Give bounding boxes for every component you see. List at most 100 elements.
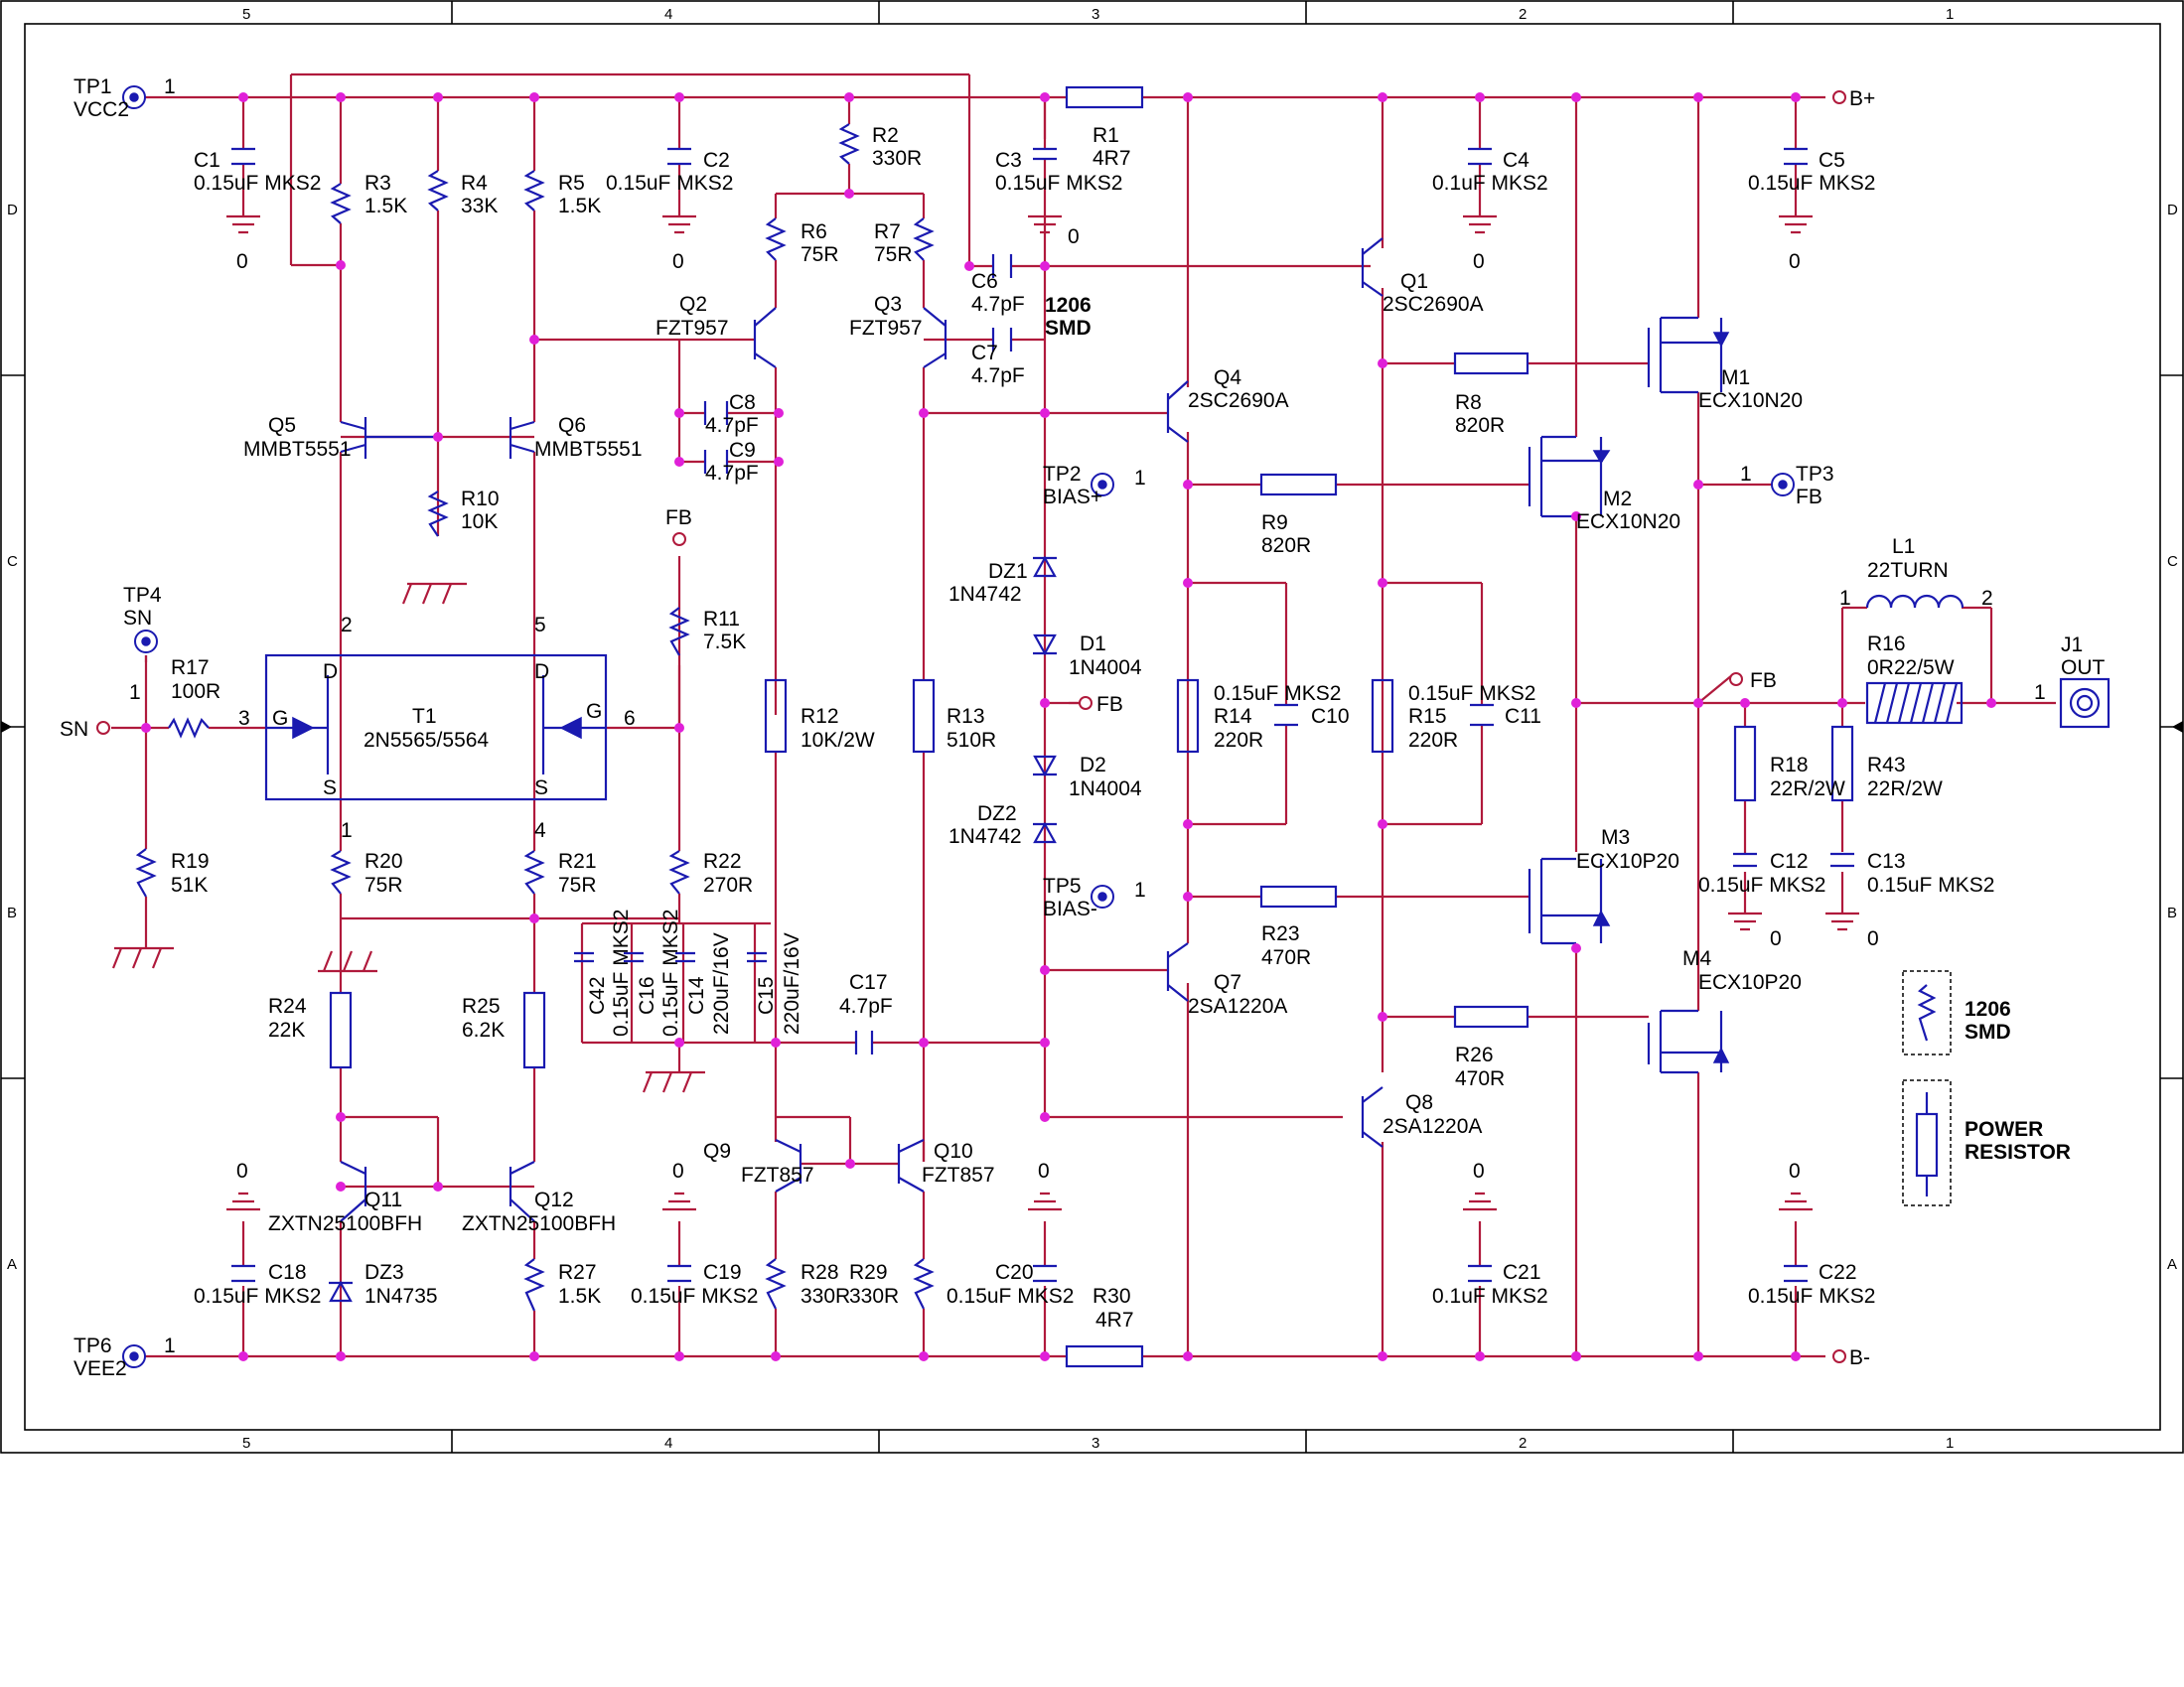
tp4-pin: 1 — [129, 681, 141, 704]
zener-dz1-symbol — [1033, 555, 1057, 578]
resistor-r17-symbol — [168, 717, 210, 739]
c8-value: 4.7pF — [705, 414, 759, 437]
zener-dz2-symbol — [1033, 821, 1057, 844]
col-label-2-bottom: 2 — [1519, 1435, 1527, 1452]
resistor-r29-symbol — [913, 1258, 935, 1310]
junction-dot — [433, 92, 443, 102]
c21-ref: C21 — [1503, 1261, 1541, 1284]
fb-port-label-right: FB — [1750, 669, 1777, 692]
transistor-q4-symbol — [1166, 380, 1189, 443]
junction-dot — [1571, 698, 1581, 708]
r21-ref: R21 — [558, 850, 597, 873]
r9-value: 820R — [1261, 534, 1311, 557]
q5-value: MMBT5551 — [243, 438, 352, 461]
t1-pin3: 3 — [238, 707, 250, 730]
r23-value: 470R — [1261, 946, 1311, 969]
row-label-a-right: A — [2167, 1256, 2177, 1273]
frame-column-labels: 5 4 3 2 1 5 4 3 2 1 D C B A D C B A — [7, 6, 2178, 1452]
t1-pin-s-left: S — [323, 776, 337, 799]
gnd-ref-c20: 0 — [1038, 1160, 1050, 1183]
junction-dot — [1040, 261, 1050, 271]
q11-value: ZXTN25100BFH — [268, 1212, 422, 1235]
testpoint-tp5-symbol — [1091, 885, 1114, 909]
gnd-ref-c5: 0 — [1789, 250, 1801, 273]
transistor-q2-symbol — [753, 307, 777, 368]
t1-pin-g-left: G — [272, 707, 288, 730]
junction-dot — [1571, 92, 1581, 102]
resistor-r25-symbol — [522, 991, 546, 1069]
gnd-ref-c19: 0 — [672, 1160, 684, 1183]
junction-dot — [1986, 698, 1996, 708]
tp2-pin: 1 — [1134, 467, 1146, 490]
junction-dot — [1475, 92, 1485, 102]
junction-dot — [674, 1038, 684, 1048]
c1-ref: C1 — [194, 149, 220, 172]
r13-value: 510R — [946, 729, 996, 752]
c14-value: 220uF/16V — [710, 932, 733, 1035]
junction-dot — [529, 914, 539, 923]
dz1-ref: DZ1 — [988, 560, 1028, 583]
resistor-r26-symbol — [1453, 1005, 1529, 1029]
junction-dot — [529, 1351, 539, 1361]
q2-ref: Q2 — [679, 293, 707, 316]
resistor-r12-symbol — [764, 678, 788, 754]
junction-dot — [336, 1351, 346, 1361]
sn-port-label: SN — [60, 718, 88, 741]
r30-ref: R30 — [1092, 1285, 1131, 1308]
junction-dot — [964, 261, 974, 271]
components — [96, 85, 2111, 1368]
resistor-r6-symbol — [765, 217, 787, 261]
l1-pin2: 2 — [1981, 587, 1993, 610]
transistor-q6-symbol — [509, 417, 535, 459]
capacitor-c3-symbol — [1033, 147, 1057, 161]
junction-dot — [1183, 92, 1193, 102]
c15-value: 220uF/16V — [781, 932, 803, 1035]
r12-value: 10K/2W — [801, 729, 875, 752]
r24-value: 22K — [268, 1019, 305, 1042]
zener-dz3-symbol — [329, 1280, 353, 1303]
junction-dot — [774, 457, 784, 467]
r19-ref: R19 — [171, 850, 210, 873]
r29-ref: R29 — [849, 1261, 888, 1284]
c19-ref: C19 — [703, 1261, 742, 1284]
resistor-r10-symbol — [427, 491, 449, 537]
junction-dot — [674, 1351, 684, 1361]
r8-value: 820R — [1455, 414, 1505, 437]
resistor-r9-symbol — [1259, 473, 1338, 496]
junction-dot — [1040, 92, 1050, 102]
capacitor-c2-symbol — [667, 147, 691, 166]
testpoint-tp2-symbol — [1091, 473, 1114, 496]
capacitor-c11-symbol — [1470, 703, 1494, 727]
b-plus-label: B+ — [1849, 87, 1875, 110]
r20-ref: R20 — [364, 850, 403, 873]
col-label-2: 2 — [1519, 6, 1527, 23]
r5-ref: R5 — [558, 172, 585, 195]
q11-ref: Q11 — [364, 1189, 402, 1211]
q8-value: 2SA1220A — [1383, 1115, 1482, 1138]
inductor-l1-symbol — [1865, 594, 1965, 609]
junction-dot — [1183, 1351, 1193, 1361]
tp3-pin: 1 — [1740, 463, 1752, 486]
mosfet-m2-symbol — [1528, 435, 1611, 518]
capacitor-c7-symbol — [991, 328, 1013, 351]
testpoint-tp3-symbol — [1771, 473, 1795, 496]
transistor-q12-symbol — [509, 1161, 535, 1222]
junction-dot — [771, 1038, 781, 1048]
resistor-r8-symbol — [1453, 351, 1529, 375]
c19-value: 0.15uF MKS2 — [631, 1285, 758, 1308]
q7-value: 2SA1220A — [1188, 995, 1287, 1018]
r3-value: 1.5K — [364, 195, 407, 217]
tp2-net: BIAS+ — [1043, 486, 1102, 508]
r16-ref: R16 — [1867, 633, 1906, 655]
r12-ref: R12 — [801, 705, 839, 728]
junction-dot — [336, 1112, 346, 1122]
r20-value: 75R — [364, 874, 403, 897]
tp3-net: FB — [1796, 486, 1822, 508]
c17-value: 4.7pF — [839, 995, 893, 1018]
c2-ref: C2 — [703, 149, 730, 172]
resistor-r2-symbol — [838, 123, 860, 165]
junction-dot — [674, 457, 684, 467]
diode-d1-symbol — [1033, 633, 1057, 656]
resistor-r1-symbol — [1065, 85, 1144, 109]
j1-ref: J1 — [2061, 633, 2083, 656]
